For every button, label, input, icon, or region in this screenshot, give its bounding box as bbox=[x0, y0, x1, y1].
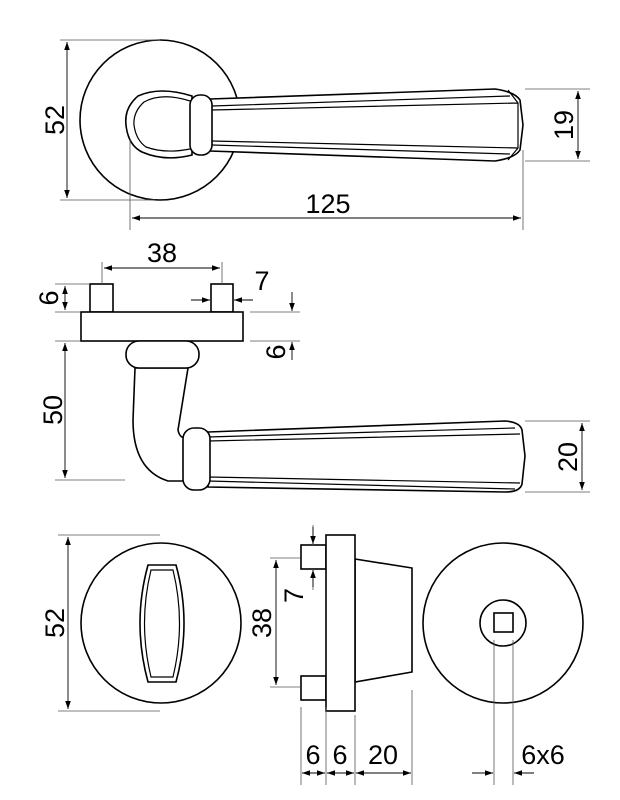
dim-plate-thickness: 6 bbox=[261, 344, 291, 359]
lever-knob bbox=[182, 427, 211, 491]
neck-knob bbox=[189, 94, 213, 156]
dim-projection: 50 bbox=[38, 395, 68, 425]
dim-wc-plate-depth: 6 bbox=[332, 740, 347, 770]
dim-wc-pin-depth: 6 bbox=[305, 740, 320, 770]
turn-knob bbox=[139, 564, 185, 683]
square-hole bbox=[493, 612, 514, 633]
side-view: 38 7 6 6 50 20 bbox=[34, 238, 590, 493]
dim-wc-pin-width: 7 bbox=[279, 588, 309, 603]
lever bbox=[207, 420, 526, 493]
dim-wc-pin-spacing: 38 bbox=[247, 608, 277, 638]
cone bbox=[354, 558, 413, 683]
wc-turn-rose: 52 bbox=[40, 534, 242, 712]
lever-grooves bbox=[211, 89, 519, 161]
front-view: 52 19 125 bbox=[40, 39, 590, 230]
dim-pin-spacing: 38 bbox=[147, 238, 177, 268]
dim-pin-width: 7 bbox=[254, 266, 269, 296]
dim-handle-length: 125 bbox=[305, 189, 350, 219]
neck-knob bbox=[125, 340, 200, 369]
lever-neck-ring bbox=[124, 90, 193, 159]
dim-handle-height: 19 bbox=[549, 110, 579, 140]
dim-wc-cone-depth: 20 bbox=[368, 740, 398, 770]
release-rose: 6x6 bbox=[422, 542, 584, 785]
wc-side-view: 38 7 6 6 20 bbox=[247, 525, 413, 785]
pin-left bbox=[89, 283, 114, 313]
dim-pin-height: 6 bbox=[34, 290, 64, 305]
stem bbox=[132, 367, 189, 482]
mount-plate bbox=[80, 311, 244, 342]
pin-right bbox=[210, 283, 234, 313]
dim-handle-height-side: 20 bbox=[553, 442, 583, 472]
dim-wc-rose-diameter: 52 bbox=[40, 608, 70, 638]
wc-plate bbox=[325, 534, 356, 712]
dim-spindle-square: 6x6 bbox=[521, 740, 565, 770]
dim-rose-diameter: 52 bbox=[40, 105, 70, 135]
